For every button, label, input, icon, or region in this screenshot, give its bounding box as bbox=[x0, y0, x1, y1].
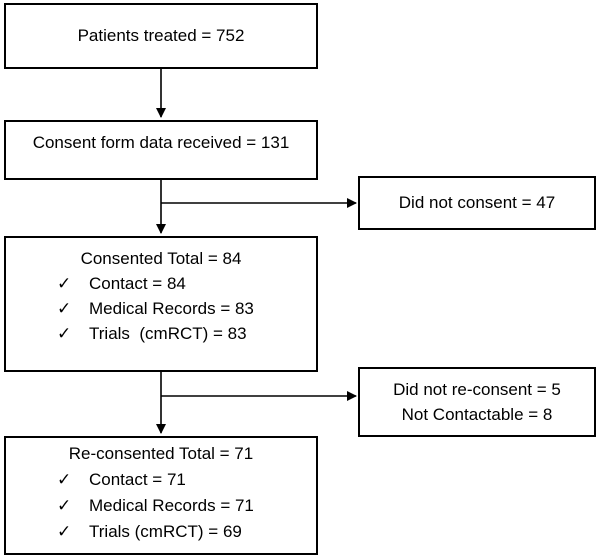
checkmark-icon: ✓ bbox=[57, 299, 72, 318]
consented-item-contact: Contact = 84 bbox=[89, 274, 186, 293]
consented-item-medical-records: Medical Records = 83 bbox=[89, 299, 254, 318]
consent-form-label: Consent form data received = 131 bbox=[32, 133, 290, 152]
checkmark-icon: ✓ bbox=[57, 522, 72, 541]
patients-treated-label: Patients treated = 752 bbox=[77, 26, 245, 45]
did-not-reconsent-box: Did not re-consent = 5 Not Contactable =… bbox=[358, 367, 596, 437]
patients-treated-box: Patients treated = 752 bbox=[4, 3, 318, 69]
reconsented-title: Re-consented Total = 71 bbox=[68, 444, 254, 463]
checkmark-icon: ✓ bbox=[57, 274, 72, 293]
did-not-consent-label: Did not consent = 47 bbox=[398, 193, 556, 212]
consented-box: Consented Total = 84 ✓ Contact = 84 ✓ Me… bbox=[4, 236, 318, 372]
consented-item-trials: Trials (cmRCT) = 83 bbox=[89, 324, 247, 343]
did-not-reconsent-label: Did not re-consent = 5 bbox=[393, 380, 561, 399]
did-not-consent-box: Did not consent = 47 bbox=[358, 176, 596, 230]
reconsented-box: Re-consented Total = 71 ✓ Contact = 71 ✓… bbox=[4, 436, 318, 555]
checkmark-icon: ✓ bbox=[57, 496, 72, 515]
checkmark-icon: ✓ bbox=[57, 470, 72, 489]
reconsented-item-trials: Trials (cmRCT) = 69 bbox=[89, 522, 242, 541]
not-contactable-label: Not Contactable = 8 bbox=[401, 405, 553, 424]
reconsented-item-contact: Contact = 71 bbox=[89, 470, 186, 489]
checkmark-icon: ✓ bbox=[57, 324, 72, 343]
consent-form-box: Consent form data received = 131 bbox=[4, 120, 318, 180]
consented-title: Consented Total = 84 bbox=[80, 249, 242, 268]
reconsented-item-medical-records: Medical Records = 71 bbox=[89, 496, 254, 515]
